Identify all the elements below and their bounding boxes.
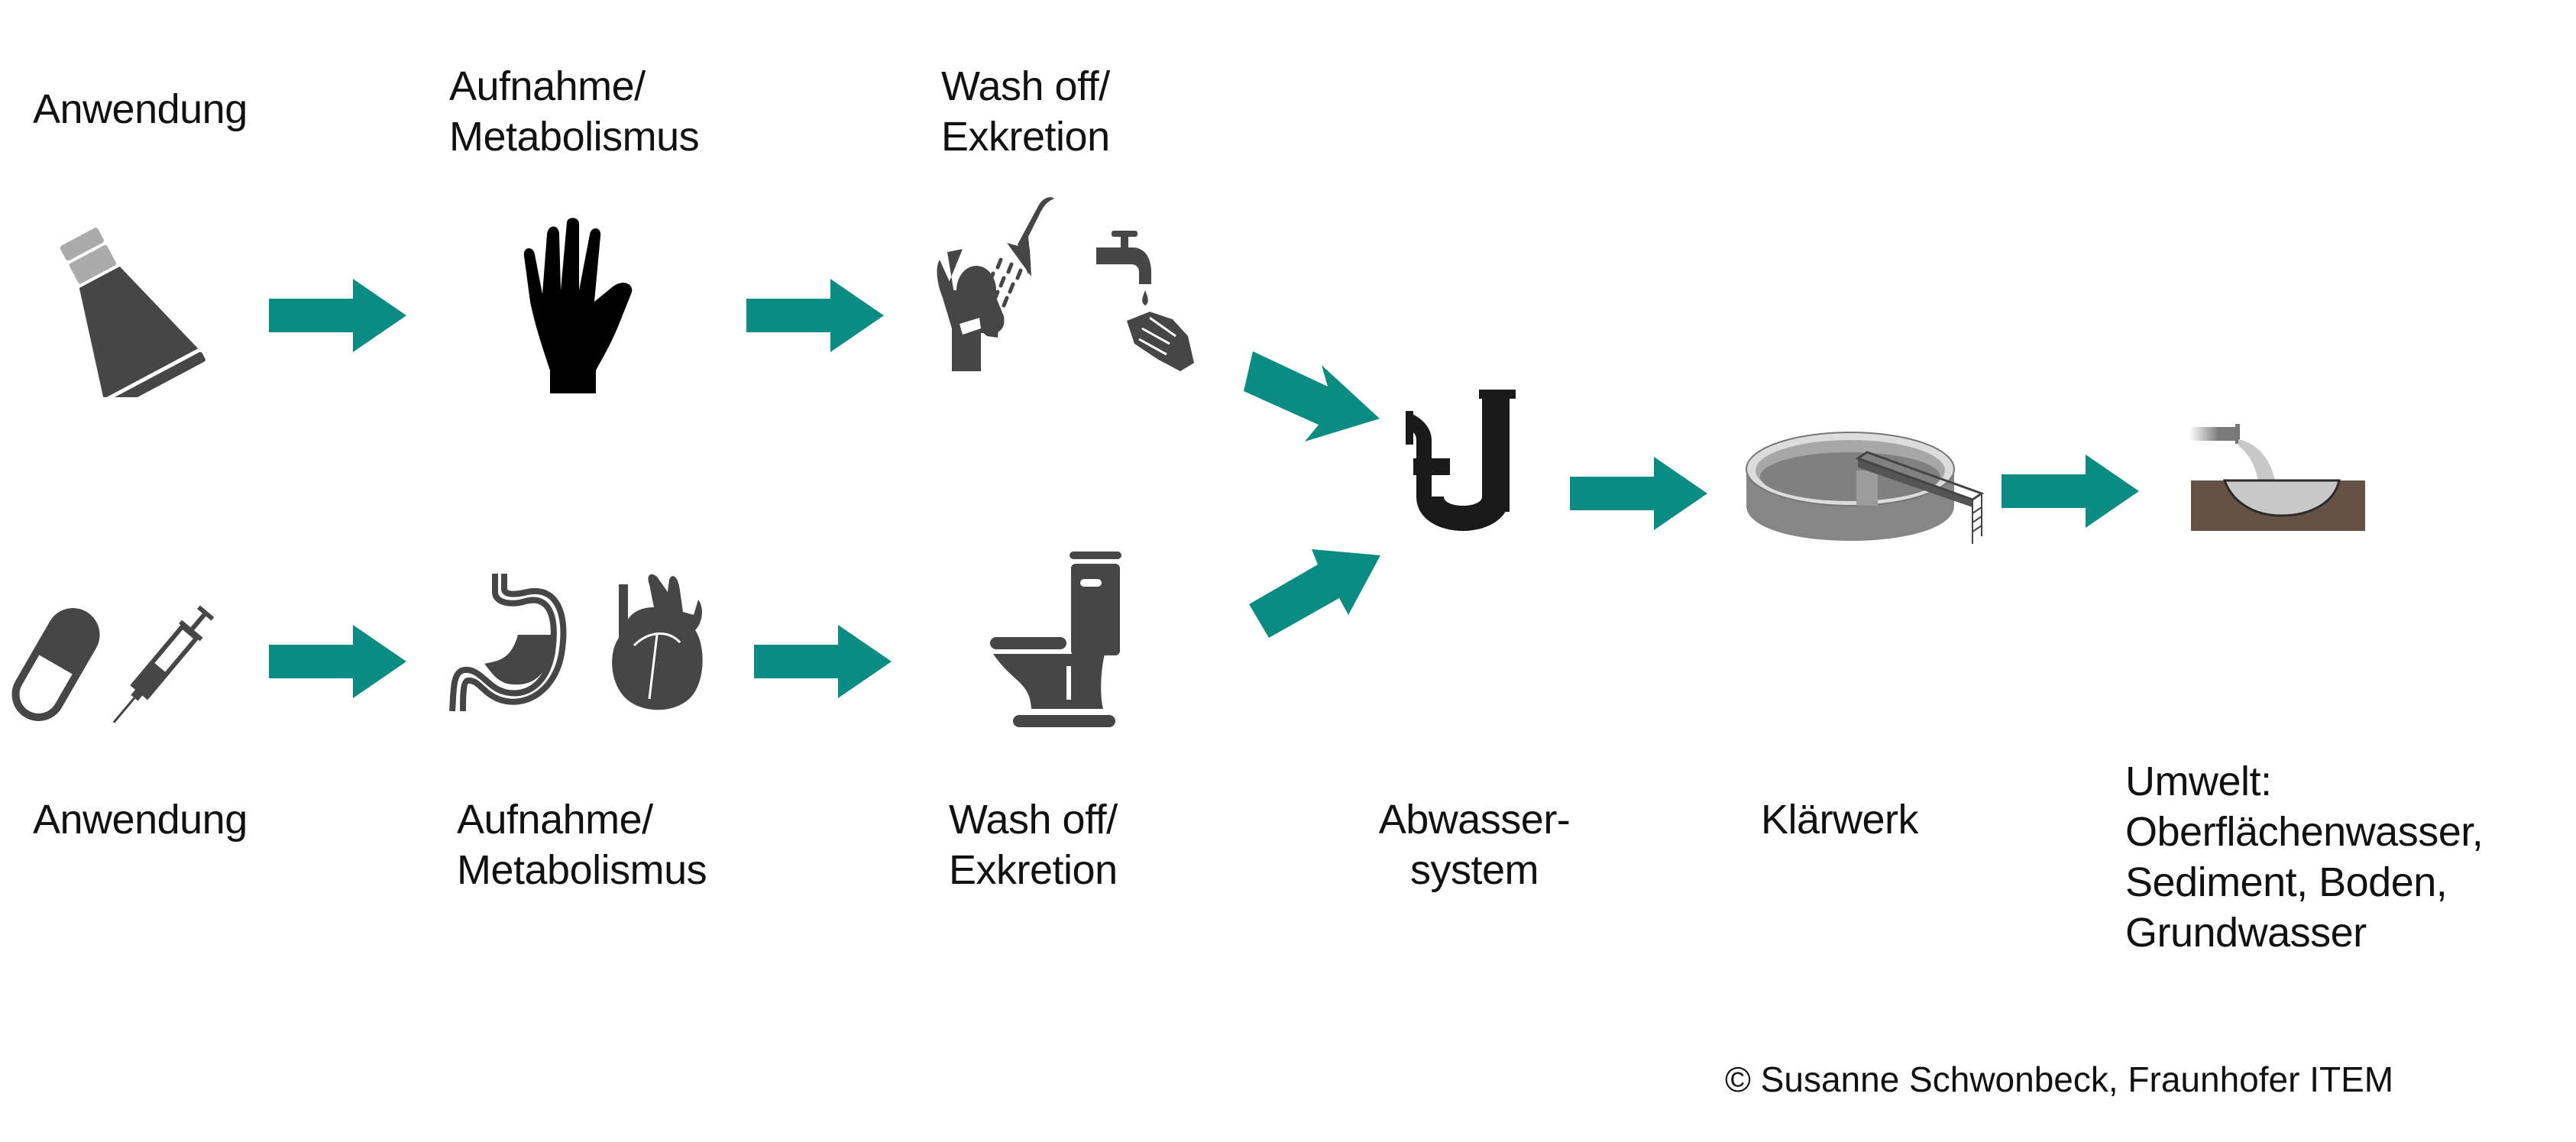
tap-handwashing-icon (1096, 229, 1218, 374)
arrow-right-2 (746, 279, 884, 352)
arrow-right-1 (269, 279, 406, 352)
arrow-right-5 (1570, 457, 1707, 530)
stomach-icon (442, 569, 579, 714)
heart-icon (604, 569, 710, 714)
label-bottom-anwendung: Anwendung (33, 797, 248, 843)
drain-pipe-icon (1406, 390, 1520, 542)
label-top-anwendung: Anwendung (33, 86, 248, 132)
arrow-right-4 (754, 625, 892, 698)
arrow-down-right (1244, 351, 1381, 443)
label-umwelt: Umwelt: Oberflächenwasser, Sediment, Bod… (2125, 759, 2484, 956)
label-top-washoff: Wash off/ Exkretion (941, 63, 1110, 160)
copyright-credit: © Susanne Schwonbeck, Fraunhofer ITEM (1725, 1060, 2394, 1099)
shower-person-icon (932, 176, 1054, 374)
treatment-plant-icon (1743, 422, 1988, 544)
label-bottom-aufnahme: Aufnahme/ Metabolismus (457, 797, 707, 893)
arrow-right-3 (269, 625, 406, 698)
toilet-icon (990, 552, 1128, 727)
label-top-aufnahme: Aufnahme/ Metabolismus (449, 63, 700, 160)
syringe-icon (92, 594, 229, 739)
arrow-right-6 (2002, 455, 2139, 528)
arrow-up-right (1249, 546, 1383, 638)
hand-icon (519, 218, 649, 393)
label-abwassersystem: Abwasser- system (1378, 797, 1571, 893)
ointment-tube-icon (41, 222, 209, 397)
outflow-icon (2189, 416, 2373, 531)
label-klaerwerk: Klärwerk (1761, 797, 1919, 843)
label-bottom-washoff: Wash off/ Exkretion (949, 797, 1118, 893)
pill-icon (6, 600, 105, 730)
